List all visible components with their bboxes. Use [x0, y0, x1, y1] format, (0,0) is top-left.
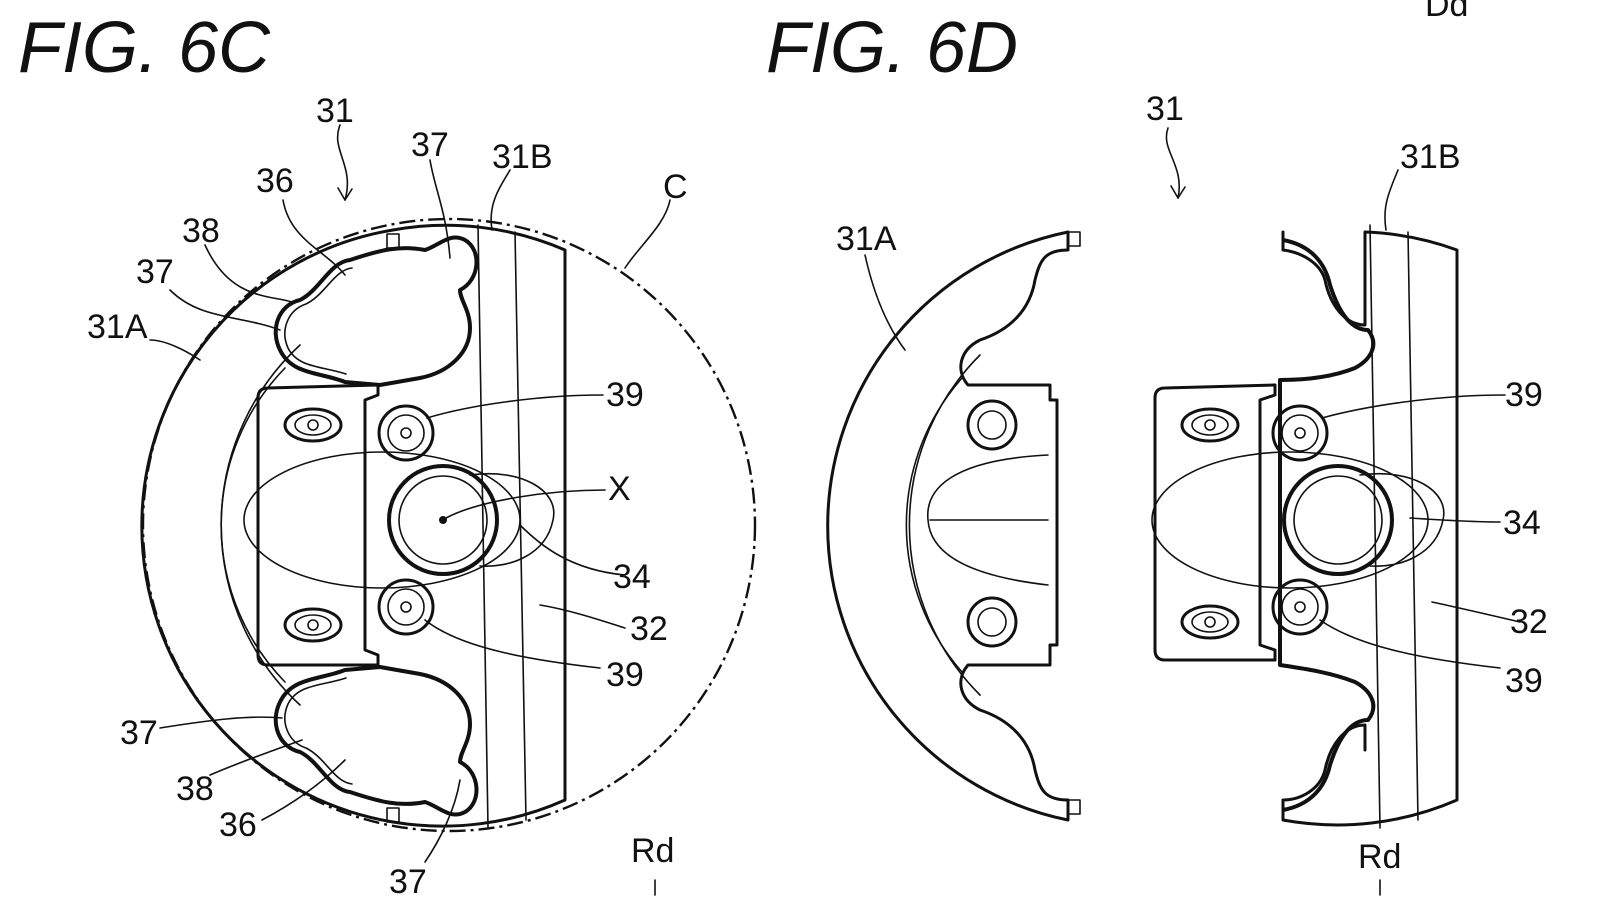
label-rd-left: Rd [631, 832, 674, 870]
boss-upper-31a [966, 399, 1018, 451]
boss-lower-31a [966, 596, 1018, 648]
label-39-upper: 39 [606, 376, 644, 414]
figure-6c: FIG. 6C [18, 8, 757, 900]
notch-lower [386, 807, 400, 823]
label-6d-32: 32 [1510, 603, 1548, 641]
part-31a-separated-inner-2 [905, 377, 963, 673]
screw-6d-upper [1180, 407, 1240, 443]
part-31b-lobes [1278, 238, 1376, 812]
label-37-lower-left: 37 [120, 714, 158, 752]
shaft-ellipse-6d [1151, 451, 1429, 589]
part-31b-outline [391, 223, 567, 828]
leaders-6c [149, 124, 671, 896]
part-31b-sep-line [1369, 224, 1381, 829]
pin-39-lower [377, 578, 435, 636]
notch-upper [386, 233, 400, 249]
lobe-lower-inner [284, 677, 353, 785]
label-dd: Dd [1425, 0, 1468, 24]
hub-6d [1282, 464, 1445, 576]
label-c: C [663, 168, 688, 206]
label-6d-31a: 31A [836, 220, 897, 258]
bracket-31a [256, 383, 380, 667]
pin-39-upper [377, 404, 435, 462]
label-31: 31 [316, 92, 354, 130]
part-31a-separated [826, 230, 1070, 822]
label-6d-31: 31 [1146, 90, 1184, 128]
bracket-6d-edge [1258, 383, 1277, 662]
part-31b-sep-line-2 [1407, 231, 1419, 821]
part-31a-outline [140, 228, 395, 824]
bracket-31b-edge [363, 383, 380, 667]
lobe-upper [273, 235, 479, 387]
fig-6d-title: FIG. 6D [766, 8, 1018, 88]
pin-6d-lower [1271, 578, 1329, 636]
label-32: 32 [630, 610, 668, 648]
part-31b-edge-line [477, 224, 489, 829]
label-6d-34: 34 [1503, 504, 1541, 542]
lobe-upper-inner [284, 267, 353, 375]
screw-6d-lower [1180, 604, 1240, 640]
label-36-upper: 36 [256, 162, 294, 200]
part-31b-separated [1281, 230, 1459, 827]
bracket-6d [1153, 383, 1277, 662]
lobe-lower [273, 665, 479, 817]
notch-6d-lower [1067, 799, 1081, 815]
label-6d-39-upper: 39 [1505, 376, 1543, 414]
screw-lower [283, 607, 343, 643]
label-34: 34 [613, 558, 651, 596]
part-31a-ellipse-half [927, 454, 1049, 586]
label-31b: 31B [492, 138, 553, 176]
label-6d-31b: 31B [1400, 138, 1461, 176]
part-31a-inner-arc-2 [220, 367, 286, 683]
shaft-ellipse [243, 451, 521, 589]
pin-6d-upper [1271, 404, 1329, 462]
axis-x-point [439, 516, 447, 524]
screw-upper [283, 407, 343, 443]
hub-34 [387, 464, 555, 576]
label-38-upper: 38 [182, 212, 220, 250]
label-37-top: 37 [411, 126, 449, 164]
label-38-lower: 38 [176, 770, 214, 808]
label-x: X [608, 470, 631, 508]
label-rd-right: Rd [1358, 838, 1401, 876]
leaders-6d [864, 127, 1521, 896]
notch-6d-upper [1067, 231, 1081, 247]
label-36-lower: 36 [219, 806, 257, 844]
fig-6c-title: FIG. 6C [18, 8, 271, 88]
part-31a-separated-inner [908, 354, 981, 696]
label-6d-39-lower: 39 [1505, 662, 1543, 700]
label-37-bottom: 37 [389, 863, 427, 900]
label-31a: 31A [87, 308, 148, 346]
label-37-upper-left: 37 [136, 253, 174, 291]
figure-6d: FIG. 6D Dd [766, 0, 1548, 896]
label-39-lower: 39 [606, 656, 644, 694]
